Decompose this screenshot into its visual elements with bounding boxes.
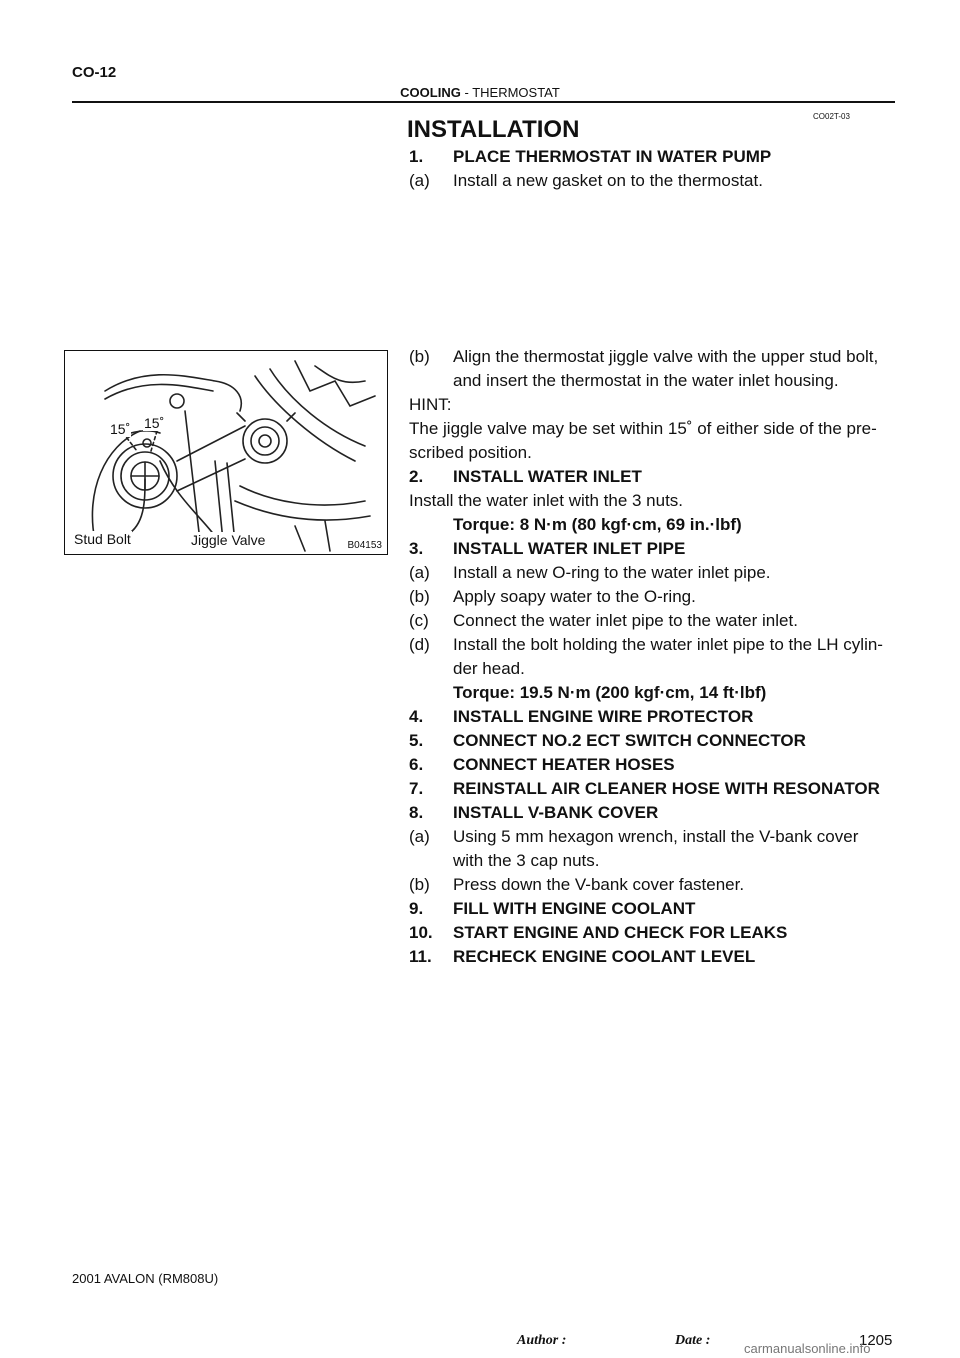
step-text: der head. bbox=[453, 659, 525, 678]
step-text: Install a new gasket on to the thermosta… bbox=[453, 171, 763, 190]
page-code: CO-12 bbox=[72, 64, 117, 81]
section-header: COOLING - THERMOSTAT bbox=[0, 85, 960, 100]
step-text: Align the thermostat jiggle valve with t… bbox=[453, 347, 879, 366]
date-label: Date : bbox=[675, 1333, 711, 1348]
step-text: CONNECT HEATER HOSES bbox=[453, 755, 675, 774]
step-text: PLACE THERMOSTAT IN WATER PUMP bbox=[453, 147, 772, 166]
step-number: 4. bbox=[409, 707, 424, 726]
step-text: CONNECT NO.2 ECT SWITCH CONNECTOR bbox=[453, 731, 806, 750]
jiggle-valve-label: Jiggle Valve bbox=[190, 532, 267, 548]
step-number: (b) bbox=[409, 587, 430, 606]
step-number: (a) bbox=[409, 563, 430, 582]
header-rule bbox=[72, 101, 895, 103]
step-number: 9. bbox=[409, 899, 424, 918]
step-text: Install the water inlet with the 3 nuts. bbox=[409, 491, 684, 510]
page-number: 1205 bbox=[859, 1332, 893, 1349]
hint-text: The jiggle valve may be set within 15˚ o… bbox=[409, 419, 877, 438]
step-text: Apply soapy water to the O-ring. bbox=[453, 587, 696, 606]
page-title: INSTALLATION bbox=[407, 116, 580, 143]
step-number: (a) bbox=[409, 827, 430, 846]
step-text: START ENGINE AND CHECK FOR LEAKS bbox=[453, 923, 788, 942]
step-text: Press down the V-bank cover fastener. bbox=[453, 875, 745, 894]
step-number: 8. bbox=[409, 803, 424, 822]
step-number: 7. bbox=[409, 779, 424, 798]
angle-label-left: 15˚ bbox=[109, 421, 132, 437]
thermostat-illustration: 15˚ 15˚ Stud Bolt Jiggle Valve B04153 bbox=[64, 350, 388, 555]
step-number: 10. bbox=[409, 923, 433, 942]
step-text: Install the bolt holding the water inlet… bbox=[453, 635, 883, 654]
section-name: COOLING bbox=[400, 85, 461, 100]
step-number: (b) bbox=[409, 347, 430, 366]
step-text: FILL WITH ENGINE COOLANT bbox=[453, 899, 696, 918]
step-number: 1. bbox=[409, 147, 424, 166]
torque-text: Torque: 8 N·m (80 kgf·cm, 69 in.·lbf) bbox=[453, 515, 742, 534]
step-text: with the 3 cap nuts. bbox=[453, 851, 600, 870]
figure-code: B04153 bbox=[346, 540, 383, 551]
step-number: (b) bbox=[409, 875, 430, 894]
stud-bolt-label: Stud Bolt bbox=[73, 531, 132, 547]
section-separator: - bbox=[464, 85, 469, 100]
step-number: (d) bbox=[409, 635, 430, 654]
hint-text: HINT: bbox=[409, 395, 452, 414]
step-number: 5. bbox=[409, 731, 424, 750]
step-text: RECHECK ENGINE COOLANT LEVEL bbox=[453, 947, 756, 966]
step-number: 2. bbox=[409, 467, 424, 486]
step-number: 3. bbox=[409, 539, 424, 558]
author-label: Author : bbox=[517, 1333, 567, 1348]
step-text: Install a new O-ring to the water inlet … bbox=[453, 563, 771, 582]
torque-text: Torque: 19.5 N·m (200 kgf·cm, 14 ft·lbf) bbox=[453, 683, 767, 702]
step-number: 11. bbox=[409, 947, 432, 966]
subsection-name: THERMOSTAT bbox=[472, 85, 560, 100]
engine-drawing bbox=[91, 360, 376, 552]
step-text: Connect the water inlet pipe to the wate… bbox=[453, 611, 798, 630]
step-text: INSTALL WATER INLET bbox=[453, 467, 642, 486]
step-number: 6. bbox=[409, 755, 424, 774]
document-code: CO02T-03 bbox=[813, 112, 850, 121]
angle-label-right: 15˚ bbox=[143, 415, 166, 431]
step-text: INSTALL ENGINE WIRE PROTECTOR bbox=[453, 707, 754, 726]
step-text: INSTALL V-BANK COVER bbox=[453, 803, 659, 822]
vehicle-model: 2001 AVALON (RM808U) bbox=[72, 1271, 219, 1286]
hint-text: scribed position. bbox=[409, 443, 532, 462]
step-text: INSTALL WATER INLET PIPE bbox=[453, 539, 686, 558]
step-number: (a) bbox=[409, 171, 430, 190]
step-text: and insert the thermostat in the water i… bbox=[453, 371, 839, 390]
watermark: carmanualsonline.info bbox=[744, 1341, 871, 1356]
step-number: (c) bbox=[409, 611, 429, 630]
step-text: Using 5 mm hexagon wrench, install the V… bbox=[453, 827, 859, 846]
step-text: REINSTALL AIR CLEANER HOSE WITH RESONATO… bbox=[453, 779, 880, 798]
